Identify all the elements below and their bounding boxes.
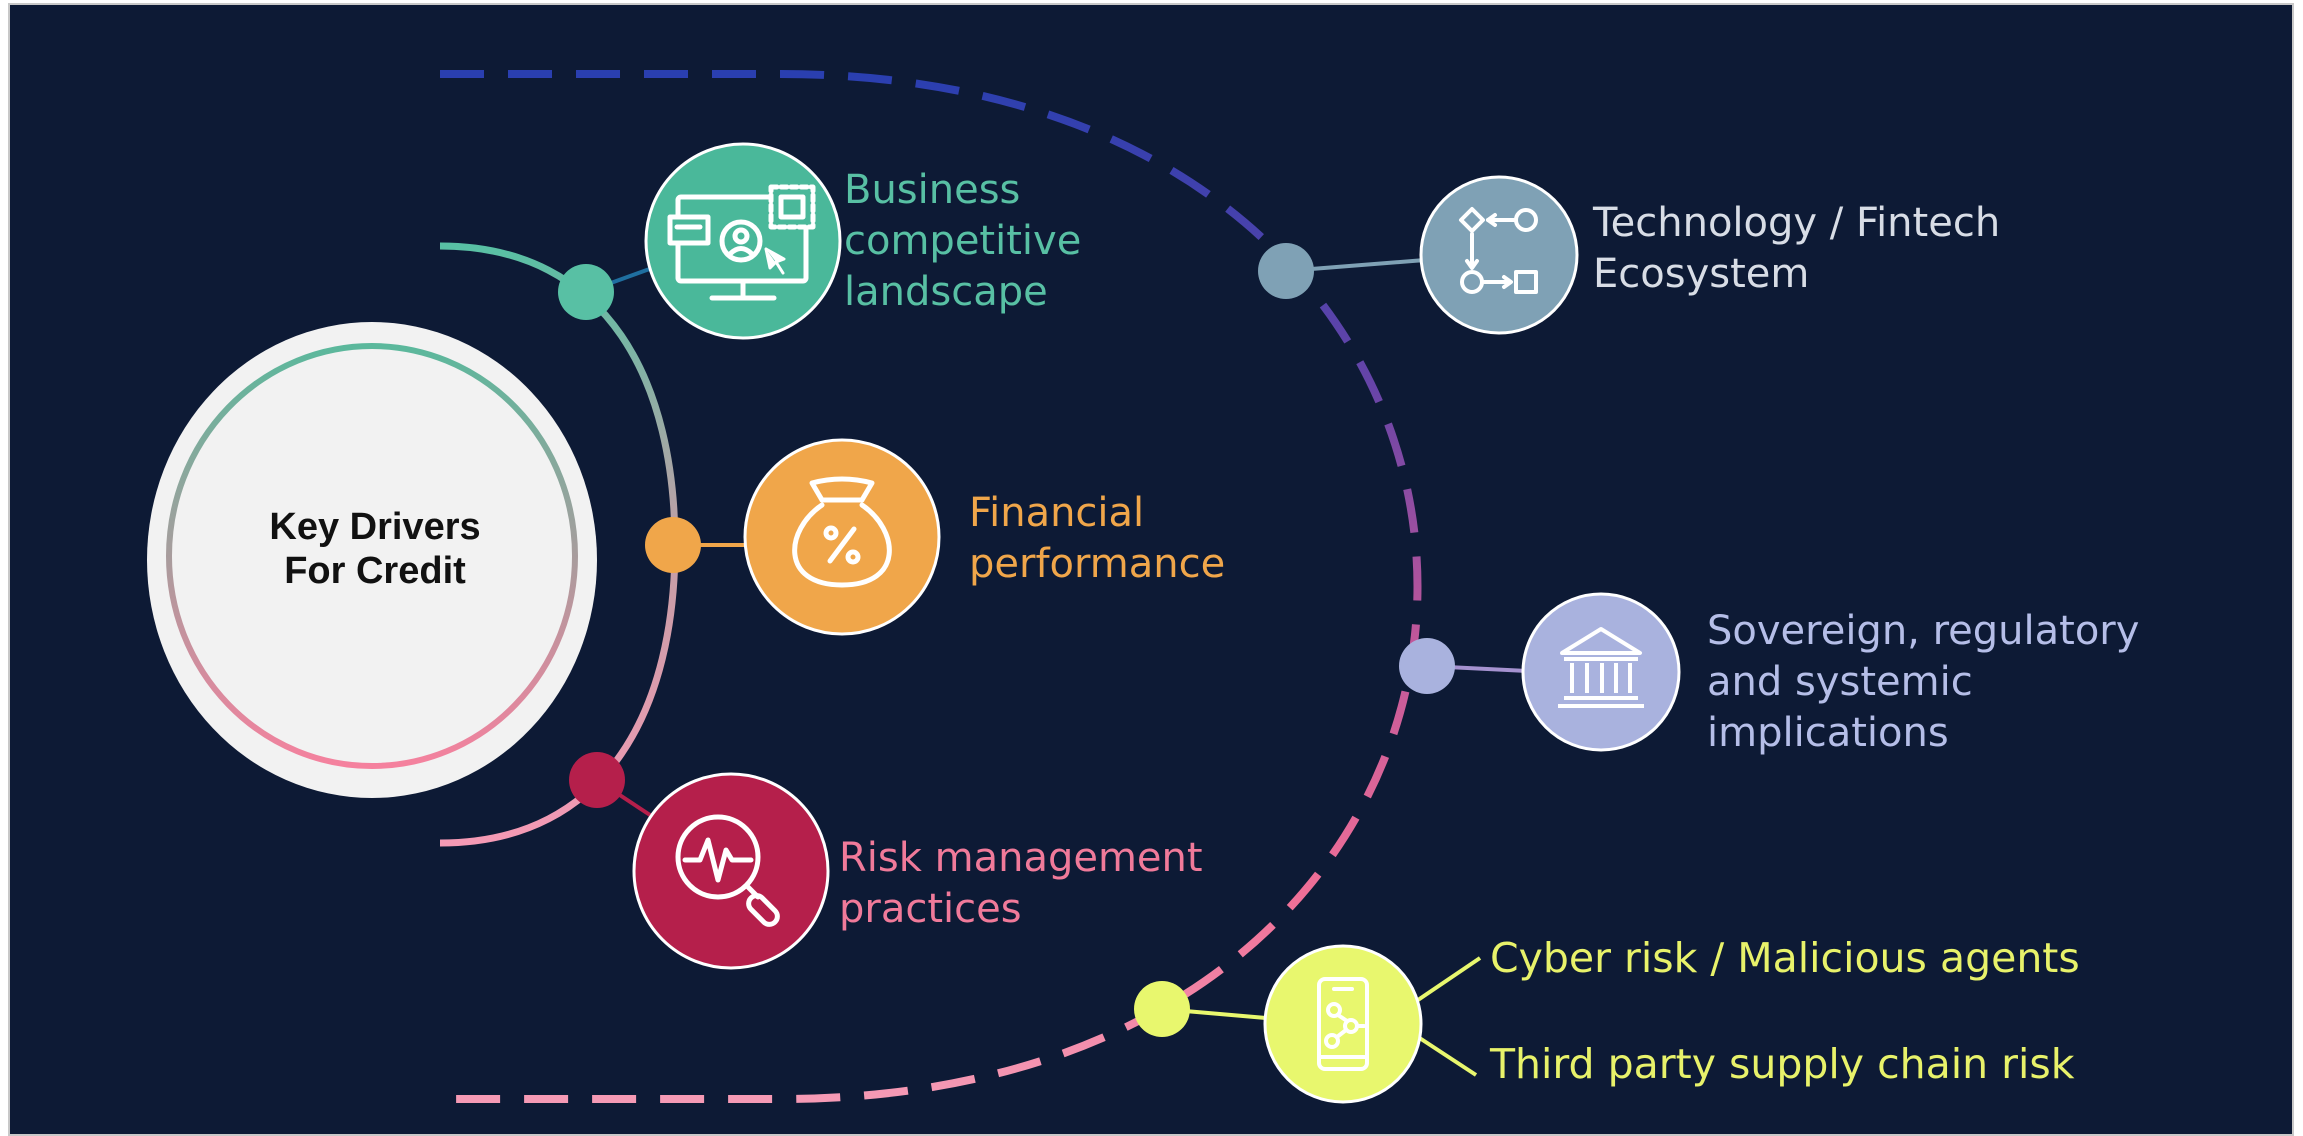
label-technology-line-2: Ecosystem	[1593, 251, 1810, 297]
node-dot-financial	[645, 517, 701, 573]
label-sovereign: Sovereign, regulatory and systemic impli…	[1707, 606, 2139, 759]
label-financial-line-2: performance	[969, 541, 1226, 587]
node-dot-business	[558, 264, 614, 320]
label-business-line-1: Business	[844, 167, 1021, 213]
central-title-line-2: For Credit	[284, 550, 466, 592]
outer-dashed-arc	[440, 70, 1422, 1103]
drivers-diagram	[147, 70, 1681, 1104]
node-dot-sovereign	[1399, 638, 1455, 694]
node-dot-cyber	[1134, 981, 1190, 1037]
central-title-line-1: Key Drivers	[269, 506, 481, 548]
label-business-line-3: landscape	[844, 269, 1048, 315]
label-cyber: Cyber risk / Malicious agents	[1490, 934, 2080, 982]
money-bag-percent-icon	[743, 438, 941, 636]
label-technology: Technology / Fintech Ecosystem	[1593, 198, 2000, 300]
monitor-user-icon	[644, 142, 842, 340]
mobile-network-icon	[1263, 944, 1423, 1104]
central-circle-fill	[147, 322, 597, 798]
magnifier-heartbeat-icon	[632, 772, 830, 970]
label-business: Business competitive landscape	[844, 165, 1081, 318]
node-dot-technology	[1258, 243, 1314, 299]
label-sovereign-line-1: Sovereign, regulatory	[1707, 608, 2140, 654]
central-title: Key Drivers For Credit	[175, 505, 575, 593]
connector-cyber-label-2	[1413, 1033, 1478, 1077]
bank-building-icon	[1521, 592, 1681, 752]
central-circle	[147, 322, 597, 798]
label-sovereign-line-2: and systemic	[1707, 659, 1973, 705]
node-dot-risk	[569, 752, 625, 808]
label-sovereign-line-3: implications	[1707, 710, 1949, 756]
label-risk-line-1: Risk management	[839, 835, 1203, 881]
connector-cyber-label-1	[1413, 956, 1482, 1004]
flowchart-icon	[1419, 175, 1579, 335]
label-technology-line-1: Technology / Fintech	[1593, 200, 2001, 246]
label-risk-line-2: practices	[839, 886, 1022, 932]
label-third-party: Third party supply chain risk	[1490, 1040, 2075, 1088]
slide-canvas: Key Drivers For Credit Business competit…	[8, 3, 2294, 1136]
label-business-line-2: competitive	[844, 218, 1082, 264]
label-financial-line-1: Financial	[969, 490, 1145, 536]
label-risk: Risk management practices	[839, 833, 1203, 935]
central-circle-ring	[166, 343, 578, 769]
label-financial: Financial performance	[969, 488, 1225, 590]
